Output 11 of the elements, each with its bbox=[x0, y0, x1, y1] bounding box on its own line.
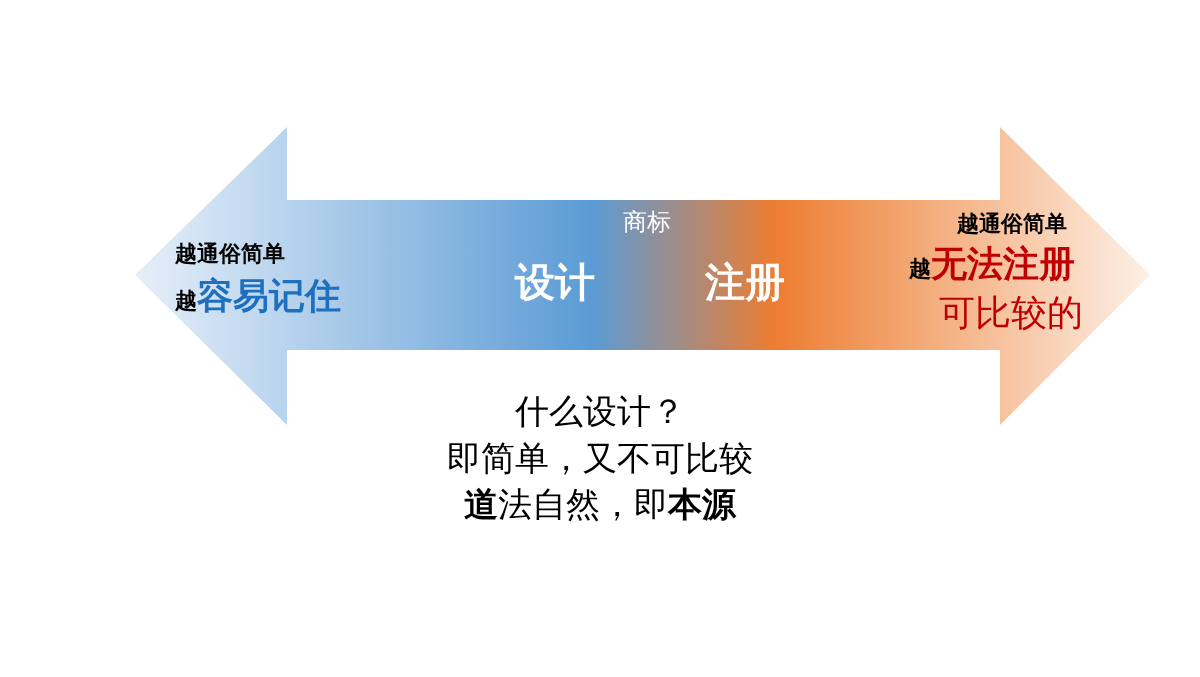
caption-text: 什么设计？ bbox=[515, 390, 685, 433]
stage-text: 注册 bbox=[705, 258, 785, 307]
caption-text: 道法自然，即本源 bbox=[464, 483, 736, 526]
slogan-text: 可比较的 bbox=[939, 291, 1083, 335]
slogan-text: 越无法注册 bbox=[909, 242, 1075, 286]
slogan-text: 越通俗简单 bbox=[175, 240, 285, 268]
section-heading: 商标 bbox=[623, 207, 671, 237]
caption-text: 即简单，又不可比较 bbox=[447, 436, 753, 479]
slogan-text: 越通俗简单 bbox=[957, 210, 1067, 238]
slogan-text: 越容易记住 bbox=[175, 274, 341, 318]
stage-text: 设计 bbox=[515, 258, 595, 307]
